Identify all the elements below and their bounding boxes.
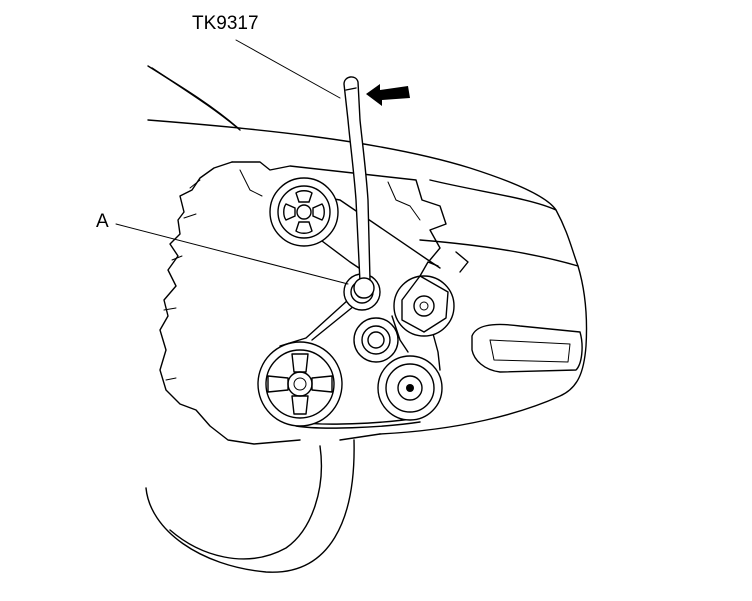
leader-lines bbox=[115, 39, 349, 285]
tool-callout-label: TK9317 bbox=[192, 13, 259, 34]
water-pump-pulley bbox=[377, 355, 443, 421]
force-arrow bbox=[366, 84, 410, 106]
component-a-callout-label: A bbox=[96, 211, 109, 232]
upper-pulley bbox=[269, 177, 339, 247]
engine-block bbox=[159, 161, 447, 445]
crankshaft-pulley bbox=[257, 341, 343, 427]
hood-line bbox=[147, 65, 557, 211]
tool-tk9317 bbox=[343, 76, 375, 299]
idler-pulley bbox=[353, 317, 399, 363]
wheel-arch bbox=[145, 439, 355, 573]
tensioner-pulley bbox=[393, 261, 455, 337]
bumper-outline bbox=[379, 179, 588, 435]
